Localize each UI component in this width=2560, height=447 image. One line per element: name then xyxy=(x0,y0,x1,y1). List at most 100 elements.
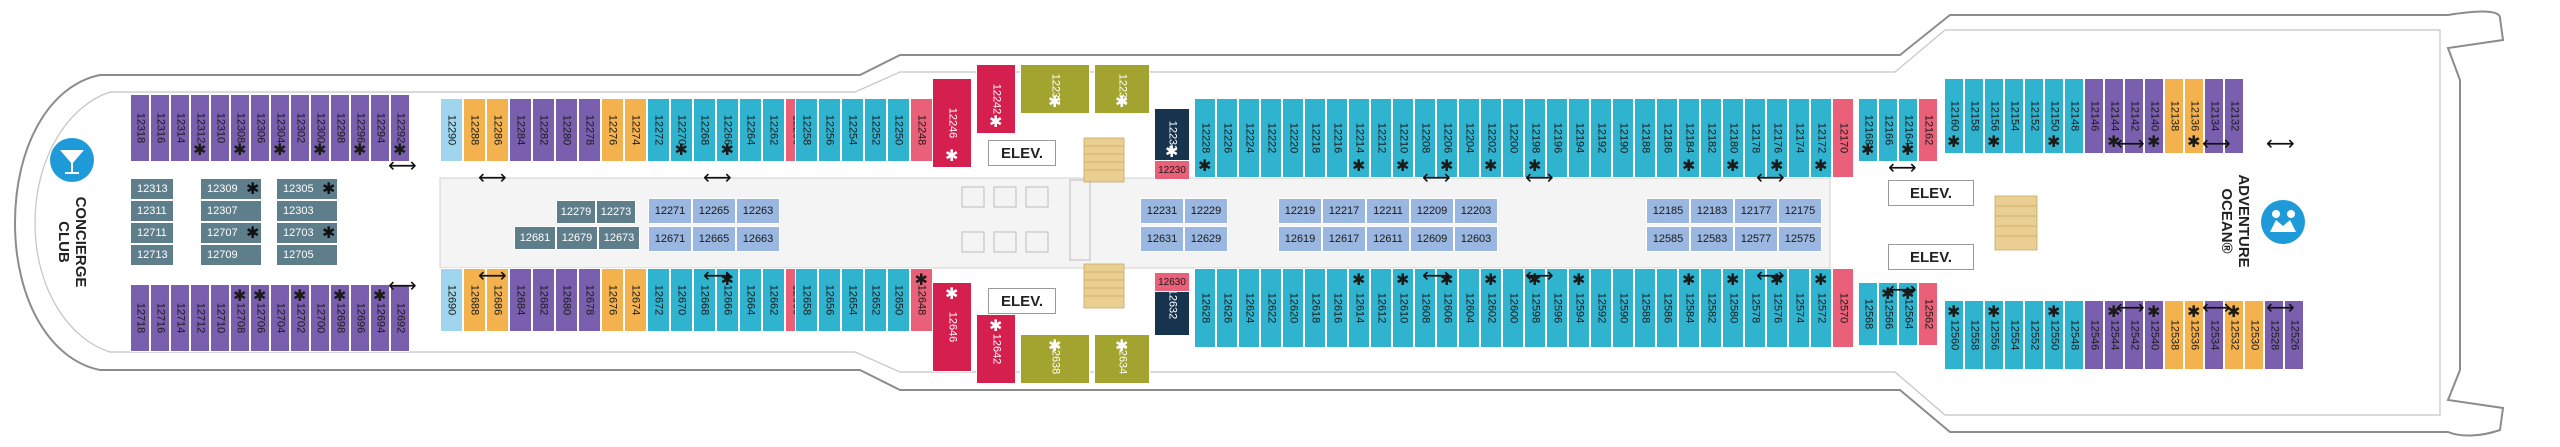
cabin-12313[interactable]: 12313 xyxy=(130,178,174,200)
cabin-12550[interactable]: 12550 xyxy=(2044,300,2064,370)
cabin-12203[interactable]: 12203 xyxy=(1454,198,1498,224)
cabin-12646[interactable]: 12646 xyxy=(932,282,972,372)
cabin-12242[interactable]: 12242 xyxy=(976,64,1016,134)
cabin-12140[interactable]: 12140 xyxy=(2144,78,2164,154)
cabin-12654[interactable]: 12654 xyxy=(841,268,864,332)
cabin-12663[interactable]: 12663 xyxy=(736,226,780,252)
cabin-12652[interactable]: 12652 xyxy=(864,268,887,332)
cabin-12665[interactable]: 12665 xyxy=(692,226,736,252)
cabin-12709[interactable]: 12709 xyxy=(200,244,262,266)
cabin-12306[interactable]: 12306 xyxy=(250,94,270,162)
cabin-12256[interactable]: 12256 xyxy=(818,98,841,162)
cabin-12286[interactable]: 12286 xyxy=(486,98,509,162)
cabin-12217[interactable]: 12217 xyxy=(1322,198,1366,224)
cabin-12228[interactable]: 12228 xyxy=(1194,98,1216,178)
cabin-12690[interactable]: 12690 xyxy=(440,268,463,332)
cabin-12611[interactable]: 12611 xyxy=(1366,226,1410,252)
cabin-12266[interactable]: 12266 xyxy=(716,98,739,162)
cabin-12274[interactable]: 12274 xyxy=(624,98,647,162)
cabin-12214[interactable]: 12214 xyxy=(1348,98,1370,178)
cabin-12279[interactable]: 12279 xyxy=(556,200,596,224)
cabin-12656[interactable]: 12656 xyxy=(818,268,841,332)
cabin-12192[interactable]: 12192 xyxy=(1590,98,1612,178)
cabin-12586[interactable]: 12586 xyxy=(1656,268,1678,348)
cabin-12682[interactable]: 12682 xyxy=(532,268,555,332)
cabin-12196[interactable]: 12196 xyxy=(1546,98,1568,178)
cabin-12564[interactable]: 12564 xyxy=(1898,282,1918,346)
cabin-12186[interactable]: 12186 xyxy=(1656,98,1678,178)
cabin-12248[interactable]: 12248 xyxy=(910,98,933,162)
cabin-12318[interactable]: 12318 xyxy=(130,94,150,162)
cabin-12270[interactable]: 12270 xyxy=(670,98,693,162)
cabin-12622[interactable]: 12622 xyxy=(1260,268,1282,348)
cabin-12224[interactable]: 12224 xyxy=(1238,98,1260,178)
cabin-12692[interactable]: 12692 xyxy=(390,284,410,352)
cabin-12584[interactable]: 12584 xyxy=(1678,268,1700,348)
cabin-12231[interactable]: 12231 xyxy=(1140,198,1184,224)
cabin-12674[interactable]: 12674 xyxy=(624,268,647,332)
cabin-12585[interactable]: 12585 xyxy=(1646,226,1690,252)
cabin-12534[interactable]: 12534 xyxy=(2204,300,2224,370)
cabin-12562[interactable]: 12562 xyxy=(1918,282,1938,346)
cabin-12170[interactable]: 12170 xyxy=(1832,98,1854,178)
cabin-12138[interactable]: 12138 xyxy=(2164,78,2184,154)
cabin-12610[interactable]: 12610 xyxy=(1392,268,1414,348)
cabin-12290[interactable]: 12290 xyxy=(440,98,463,162)
cabin-12307[interactable]: 12307 xyxy=(200,200,262,222)
cabin-12540[interactable]: 12540 xyxy=(2144,300,2164,370)
cabin-12676[interactable]: 12676 xyxy=(601,268,624,332)
cabin-12142[interactable]: 12142 xyxy=(2124,78,2144,154)
cabin-12222[interactable]: 12222 xyxy=(1260,98,1282,178)
cabin-12156[interactable]: 12156 xyxy=(1984,78,2004,154)
cabin-12678[interactable]: 12678 xyxy=(578,268,601,332)
cabin-12263[interactable]: 12263 xyxy=(736,198,780,224)
cabin-12220[interactable]: 12220 xyxy=(1282,98,1304,178)
cabin-12548[interactable]: 12548 xyxy=(2064,300,2084,370)
cabin-12629[interactable]: 12629 xyxy=(1184,226,1228,252)
cabin-12282[interactable]: 12282 xyxy=(532,98,555,162)
cabin-12713[interactable]: 12713 xyxy=(130,244,174,266)
cabin-12232[interactable]: 12232 xyxy=(1154,108,1190,164)
cabin-12177[interactable]: 12177 xyxy=(1734,198,1778,224)
cabin-12650[interactable]: 12650 xyxy=(887,268,910,332)
cabin-12578[interactable]: 12578 xyxy=(1744,268,1766,348)
cabin-12592[interactable]: 12592 xyxy=(1590,268,1612,348)
cabin-12185[interactable]: 12185 xyxy=(1646,198,1690,224)
cabin-12572[interactable]: 12572 xyxy=(1810,268,1832,348)
cabin-12642[interactable]: 12642 xyxy=(976,314,1016,384)
cabin-12309[interactable]: 12309 xyxy=(200,178,262,200)
cabin-12679[interactable]: 12679 xyxy=(556,226,598,250)
cabin-12694[interactable]: 12694 xyxy=(370,284,390,352)
cabin-12673[interactable]: 12673 xyxy=(598,226,640,250)
cabin-12582[interactable]: 12582 xyxy=(1700,268,1722,348)
cabin-12662[interactable]: 12662 xyxy=(762,268,785,332)
cabin-12292[interactable]: 12292 xyxy=(390,94,410,162)
cabin-12302[interactable]: 12302 xyxy=(290,94,310,162)
cabin-12164[interactable]: 12164 xyxy=(1898,98,1918,162)
cabin-12166[interactable]: 12166 xyxy=(1878,98,1898,162)
cabin-12664[interactable]: 12664 xyxy=(739,268,762,332)
cabin-12272[interactable]: 12272 xyxy=(647,98,670,162)
cabin-12666[interactable]: 12666 xyxy=(716,268,739,332)
cabin-12150[interactable]: 12150 xyxy=(2044,78,2064,154)
cabin-12218[interactable]: 12218 xyxy=(1304,98,1326,178)
cabin-12202[interactable]: 12202 xyxy=(1480,98,1502,178)
cabin-12296[interactable]: 12296 xyxy=(350,94,370,162)
cabin-12606[interactable]: 12606 xyxy=(1436,268,1458,348)
cabin-12658[interactable]: 12658 xyxy=(795,268,818,332)
cabin-12588[interactable]: 12588 xyxy=(1634,268,1656,348)
cabin-12294[interactable]: 12294 xyxy=(370,94,390,162)
cabin-12238[interactable]: 12238 xyxy=(1020,64,1090,114)
cabin-12180[interactable]: 12180 xyxy=(1722,98,1744,178)
cabin-12264[interactable]: 12264 xyxy=(739,98,762,162)
cabin-12668[interactable]: 12668 xyxy=(693,268,716,332)
cabin-12614[interactable]: 12614 xyxy=(1348,268,1370,348)
cabin-12172[interactable]: 12172 xyxy=(1810,98,1832,178)
cabin-12630[interactable]: 12630 xyxy=(1154,272,1190,292)
cabin-12631[interactable]: 12631 xyxy=(1140,226,1184,252)
cabin-12602[interactable]: 12602 xyxy=(1480,268,1502,348)
cabin-12310[interactable]: 12310 xyxy=(210,94,230,162)
cabin-12168[interactable]: 12168 xyxy=(1858,98,1878,162)
cabin-12568[interactable]: 12568 xyxy=(1858,282,1878,346)
cabin-12560[interactable]: 12560 xyxy=(1944,300,1964,370)
